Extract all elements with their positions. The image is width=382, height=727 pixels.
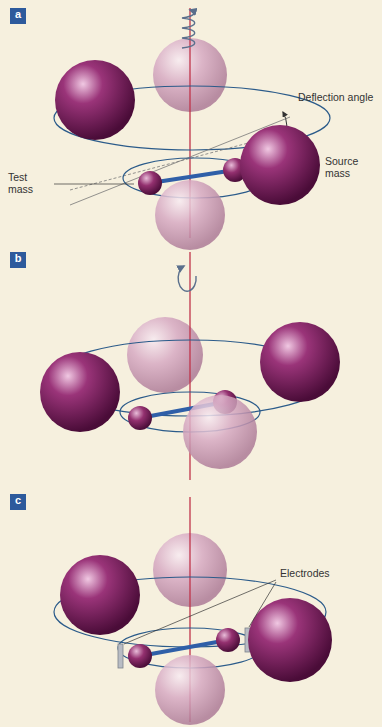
leader-line <box>124 580 276 644</box>
panel-letter: a <box>15 8 21 20</box>
test-mass <box>128 644 152 668</box>
test-mass <box>138 171 162 195</box>
test-mass <box>128 406 152 430</box>
part-label: Source mass <box>325 156 377 179</box>
source-mass-dark <box>248 598 332 682</box>
rotation-arrow <box>178 266 196 291</box>
panel-badge: b <box>10 252 26 268</box>
source-mass-light <box>127 317 203 393</box>
part-label: Deflection angle <box>298 92 376 104</box>
panel-letter: c <box>15 494 21 506</box>
source-mass-dark <box>60 555 140 635</box>
leader-line <box>54 184 134 185</box>
panel-badge: c <box>10 494 26 510</box>
torsion-beam <box>140 640 228 656</box>
source-mass-dark <box>55 60 135 140</box>
panel-a <box>54 8 330 250</box>
leader-line <box>249 582 276 627</box>
test-mass <box>216 628 240 652</box>
panel-b <box>40 252 340 480</box>
source-mass-dark <box>240 125 320 205</box>
source-mass-dark <box>260 322 340 402</box>
source-mass-light <box>155 655 225 725</box>
source-mass-light <box>155 180 225 250</box>
part-label: Electrodes <box>280 568 370 580</box>
panel-c <box>54 497 332 725</box>
electrode-plate <box>118 644 123 668</box>
twist-spiral <box>182 10 195 48</box>
source-mass-light <box>183 395 257 469</box>
source-mass-dark <box>40 352 120 432</box>
panel-badge: a <box>10 8 26 24</box>
panel-letter: b <box>15 252 22 264</box>
part-label: Test mass <box>8 172 52 195</box>
